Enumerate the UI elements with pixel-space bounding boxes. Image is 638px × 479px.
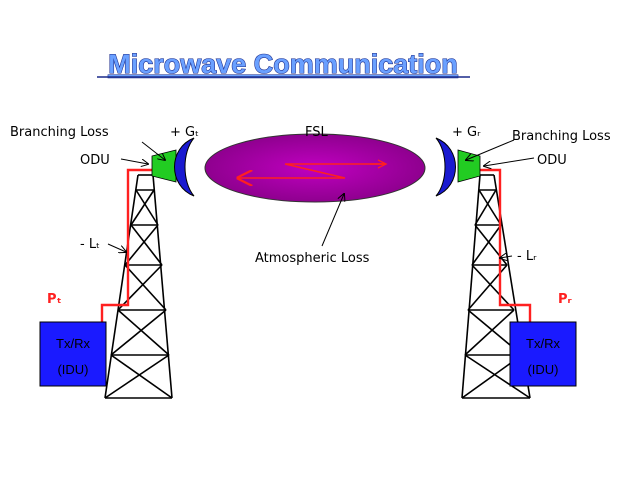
- odu-right-pointer: [484, 157, 535, 166]
- line-loss-rx-pointer: [500, 256, 513, 258]
- right-idu-label-1: Tx/Rx: [526, 336, 560, 351]
- left-tower: [104, 174, 173, 399]
- fsl-label: FSL: [305, 125, 329, 140]
- atmospheric-loss-pointer: [321, 194, 344, 247]
- left-idu-box: [39, 321, 107, 387]
- odu-left-label: ODU: [80, 153, 110, 168]
- branching-loss-right-label: Branching Loss: [512, 129, 611, 144]
- left-idu-label-1: Tx/Rx: [56, 336, 90, 351]
- left-feed-horn: [151, 149, 177, 183]
- branching-loss-left-pointer: [141, 141, 165, 160]
- line-loss-tx-label: - Lₜ: [80, 237, 100, 252]
- power-rx-label: Pᵣ: [558, 292, 573, 307]
- fsl-ellipse: [204, 133, 426, 203]
- odu-left-pointer: [120, 158, 148, 164]
- line-loss-tx-pointer: [107, 243, 126, 252]
- branching-loss-left-label: Branching Loss: [10, 125, 109, 140]
- atmospheric-loss-label: Atmospheric Loss: [255, 251, 370, 266]
- line-loss-rx-label: - Lᵣ: [517, 249, 537, 264]
- right-idu-label-2: (IDU): [527, 362, 558, 377]
- right-feed-horn: [457, 149, 481, 183]
- right-dish-icon: [435, 137, 456, 197]
- left-idu-label-2: (IDU): [57, 362, 88, 377]
- gain-tx-label: + Gₜ: [170, 125, 199, 140]
- odu-right-label: ODU: [537, 153, 567, 168]
- right-feeder-line: [470, 168, 532, 322]
- branching-loss-right-pointer: [466, 139, 515, 160]
- gain-rx-label: + Gᵣ: [452, 125, 481, 140]
- left-dish-icon: [174, 137, 195, 197]
- left-feeder-line: [100, 168, 165, 322]
- page-title: Microwave Communication: [108, 49, 458, 79]
- power-tx-label: Pₜ: [47, 292, 62, 307]
- right-idu-box: [509, 321, 577, 387]
- signal-zigzag-arrow: [238, 163, 383, 178]
